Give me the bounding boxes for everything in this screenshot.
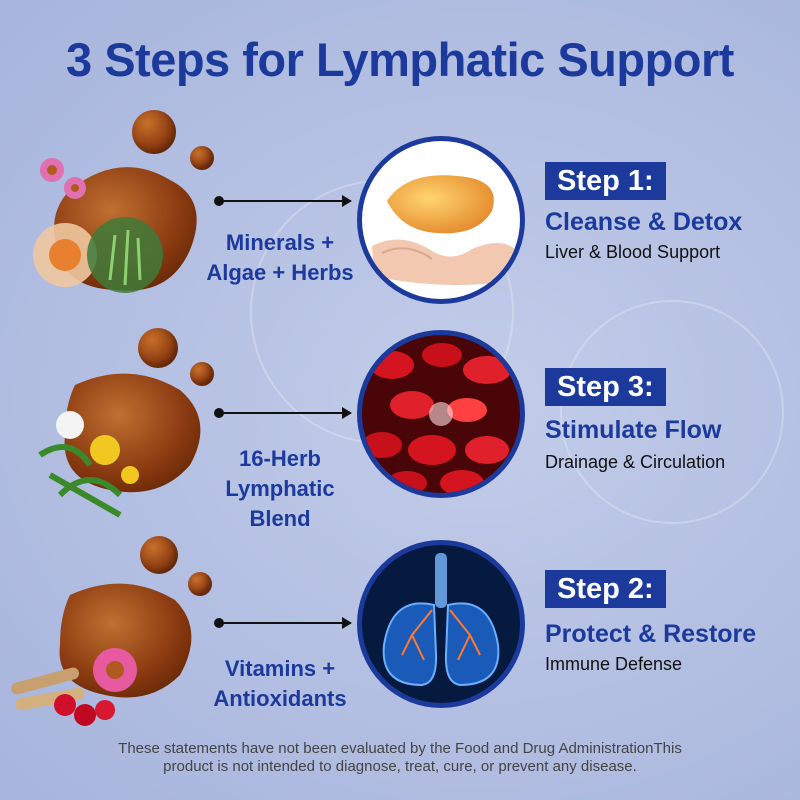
step-subtitle: Immune Defense xyxy=(545,654,683,674)
connector-dot xyxy=(214,618,224,628)
ingredient-label: 16-Herb Lymphatic Blend xyxy=(225,446,335,531)
arrow-head-icon xyxy=(342,407,352,419)
step-image-circle xyxy=(357,330,525,498)
vitamin-blend-blob-icon xyxy=(10,583,192,726)
lungs-icon xyxy=(382,553,500,687)
ingredient-label: Minerals + Algae + Herbs xyxy=(206,230,354,285)
step-row-stimulate: 16-Herb Lymphatic Blend Step 3: St xyxy=(0,320,800,531)
step-row-protect: Vitamins + Antioxidants Step 2: Protect … xyxy=(0,530,800,730)
step-title: Cleanse & Detox xyxy=(545,208,743,236)
amber-droplet xyxy=(188,572,212,596)
page-title: 3 Steps for Lymphatic Support xyxy=(66,33,734,86)
amber-droplet xyxy=(132,110,176,154)
step-badge: Step 2: xyxy=(545,570,666,608)
ingredient-label: Vitamins + Antioxidants xyxy=(213,656,347,711)
connector-arrow xyxy=(214,617,352,629)
step-badge: Step 3: xyxy=(545,368,666,406)
step-subtitle: Drainage & Circulation xyxy=(545,452,726,472)
amber-droplet xyxy=(140,536,178,574)
step-subtitle: Liver & Blood Support xyxy=(545,242,721,262)
step-image-circle xyxy=(357,540,525,708)
amber-droplet xyxy=(190,146,214,170)
connector-dot xyxy=(214,408,224,418)
step-image-circle xyxy=(357,136,525,304)
amber-droplet xyxy=(138,328,178,368)
background-bubble xyxy=(560,300,784,524)
step-title: Protect & Restore xyxy=(545,620,757,648)
step-title: Stimulate Flow xyxy=(545,416,722,444)
herb-blend-blob-icon xyxy=(38,373,201,518)
connector-arrow xyxy=(214,407,352,419)
arrow-head-icon xyxy=(342,617,352,629)
step-row-cleanse: Minerals + Algae + Herbs Step 1: Cleanse… xyxy=(0,110,800,310)
liver-icon xyxy=(372,175,517,285)
blood-cells-icon xyxy=(362,343,511,493)
step-badge: Step 1: xyxy=(545,162,666,200)
arrow-head-icon xyxy=(342,195,352,207)
herbal-extract-blob-icon xyxy=(33,158,197,293)
amber-droplet xyxy=(190,362,214,386)
connector-dot xyxy=(214,196,224,206)
fda-disclaimer: These statements have not been evaluated… xyxy=(118,740,682,775)
connector-arrow xyxy=(214,195,352,207)
